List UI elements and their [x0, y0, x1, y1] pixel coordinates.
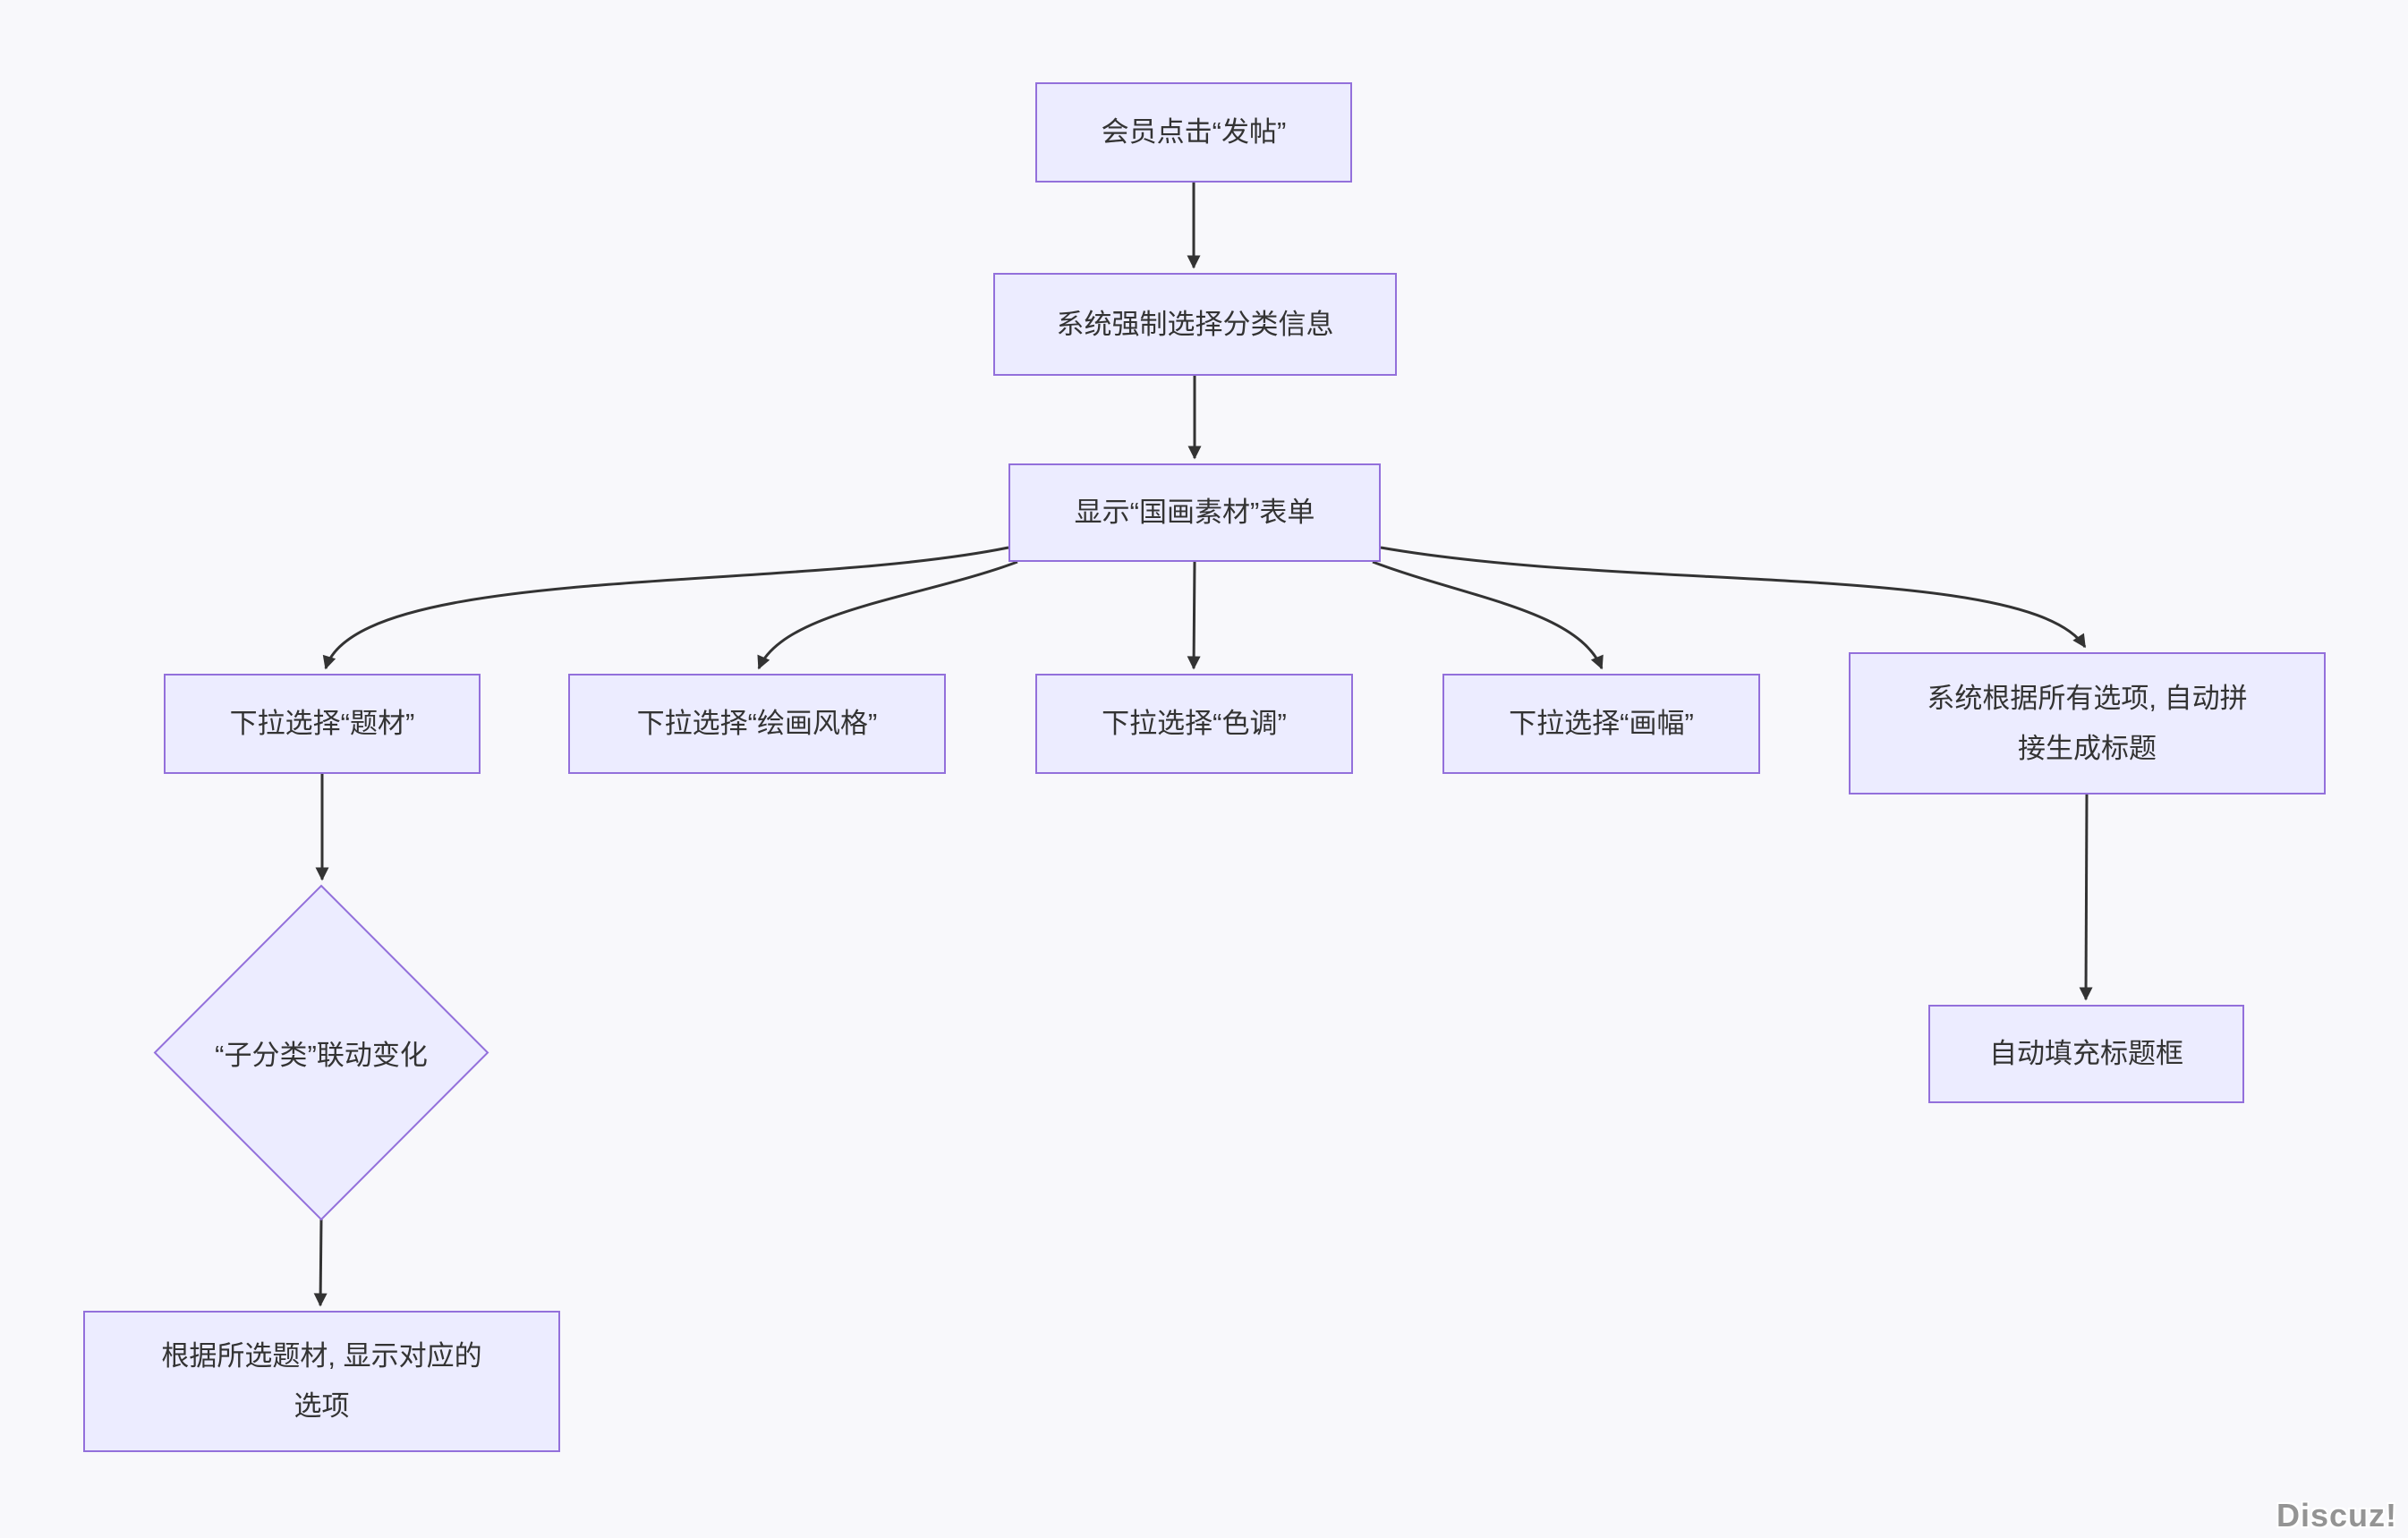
edge-subcat-change-to-show-options: [313, 1219, 328, 1307]
node-select-subject: 下拉选择“题材”: [164, 674, 481, 774]
node-label: 下拉选择“题材”: [229, 708, 415, 739]
node-label: 自动填充标题框: [1989, 1038, 2183, 1069]
node-select-style: 下拉选择“绘画风格”: [568, 674, 946, 774]
node-label: “子分类”联动变化: [215, 1040, 428, 1071]
discuz-watermark: Discuz!: [2276, 1497, 2397, 1534]
node-force-category: 系统强制选择分类信息: [993, 273, 1397, 376]
node-select-tone: 下拉选择“色调”: [1035, 674, 1353, 774]
node-click-post: 会员点击“发帖”: [1035, 82, 1352, 183]
edge-show-form-to-select-size: [1372, 560, 1604, 670]
edge-show-form-to-auto-title: [1380, 546, 2087, 649]
node-label: 下拉选择“色调”: [1102, 708, 1287, 739]
node-label: 会员点击“发帖”: [1101, 116, 1287, 148]
node-label: 下拉选择“画幅”: [1509, 708, 1694, 739]
edge-show-form-to-select-tone: [1187, 561, 1201, 670]
node-select-size: 下拉选择“画幅”: [1442, 674, 1760, 774]
node-auto-title: 系统根据所有选项, 自动拼 接生成标题: [1849, 652, 2326, 794]
node-label-line-1: 系统根据所有选项, 自动拼: [1927, 682, 2248, 714]
node-label: 显示“国画素材”表单: [1074, 497, 1315, 528]
edge-show-form-to-select-style: [757, 560, 1018, 670]
node-subcat-change: “子分类”联动变化: [155, 886, 488, 1219]
decision-diamond-shape: [153, 884, 489, 1221]
node-label-line-2: 接生成标题: [2018, 732, 2157, 764]
node-label: 系统强制选择分类信息: [1056, 308, 1334, 340]
edge-auto-title-to-fill-title: [2079, 794, 2093, 1001]
node-label-line-2: 选项: [294, 1390, 350, 1422]
node-show-options: 根据所选题材, 显示对应的 选项: [83, 1311, 560, 1452]
node-label-line-1: 根据所选题材, 显示对应的: [161, 1340, 482, 1372]
node-show-form: 显示“国画素材”表单: [1008, 463, 1381, 562]
edge-show-form-to-select-subject: [322, 546, 1009, 670]
node-label: 下拉选择“绘画风格”: [636, 708, 878, 739]
node-fill-title: 自动填充标题框: [1928, 1005, 2244, 1103]
